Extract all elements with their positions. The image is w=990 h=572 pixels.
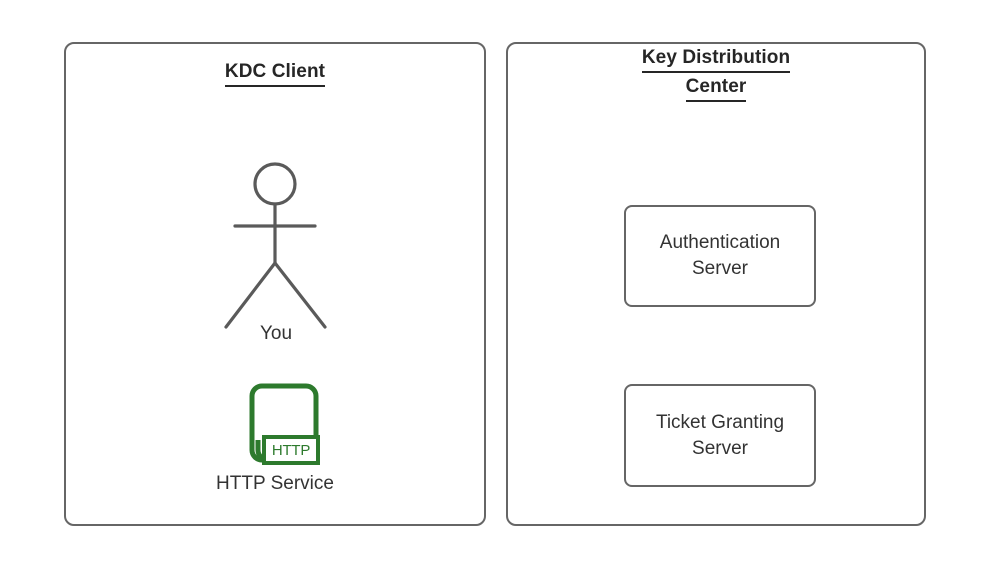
http-service-icon[interactable]: HTTP (232, 382, 324, 468)
authentication-server-label-line-2: Server (692, 258, 748, 279)
http-badge-label: HTTP (271, 441, 311, 459)
panel-kdc-title-line-2: Center (685, 73, 747, 102)
http-service-label: HTTP Service (216, 473, 334, 494)
panel-kdc-client-title-line-1: KDC Client (224, 58, 326, 87)
stick-figure-icon[interactable] (206, 155, 346, 340)
panel-kdc-title-line-1: Key Distribution (641, 44, 791, 73)
box-ticket-granting-server[interactable]: Ticket Granting Server (624, 384, 816, 487)
ticket-granting-server-label-line-1: Ticket Granting (655, 411, 785, 433)
panel-kdc-client-title: KDC Client (64, 58, 486, 87)
authentication-server-label-line-1: Authentication (659, 232, 781, 253)
panel-key-distribution-center-title: Key Distribution Center (506, 44, 926, 102)
actor-you-label: You (259, 323, 293, 344)
ticket-granting-server-label-line-2: Server (692, 437, 748, 459)
box-authentication-server[interactable]: Authentication Server (624, 205, 816, 307)
